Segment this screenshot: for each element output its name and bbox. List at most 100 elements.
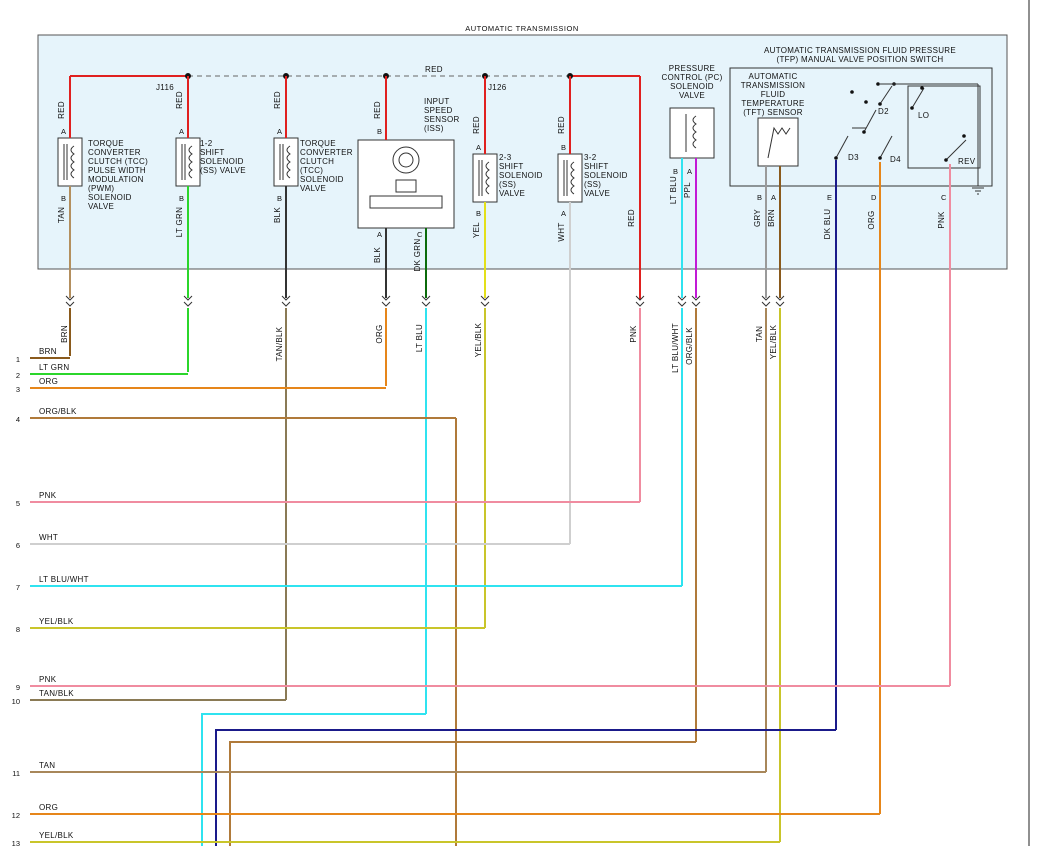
connector-chevron xyxy=(677,295,687,307)
switch-contact xyxy=(878,156,882,160)
tcc-pwm-label-line: CLUTCH (TCC) xyxy=(88,157,148,166)
tfp-pnk-color-label: PNK xyxy=(937,211,946,229)
output-line-number: 9 xyxy=(16,683,20,692)
ss12-label-line: (SS) VALVE xyxy=(200,166,246,175)
tfp-box xyxy=(729,67,993,187)
tcc-solenoid-coil xyxy=(286,145,291,179)
switch-contact xyxy=(878,102,882,106)
output-line-label: YEL/BLK xyxy=(39,831,74,840)
output-line-number: 12 xyxy=(12,811,20,820)
ss32-label-line: (SS) xyxy=(584,180,601,189)
iss-blk-pin-label: A xyxy=(377,230,382,239)
output-line-number: 1 xyxy=(16,355,20,364)
pc-solenoid xyxy=(669,107,715,159)
tft-gry-pin-label: B xyxy=(757,193,762,202)
switch-label: D4 xyxy=(890,155,901,164)
output-line-number: 10 xyxy=(12,697,20,706)
output-line-number: 4 xyxy=(16,415,20,424)
splice-j116: J116 xyxy=(156,83,174,92)
tcc-pwm-tan-color-label: TAN xyxy=(57,207,66,223)
tcc-label-line: (TCC) xyxy=(300,166,323,175)
switch-contact xyxy=(920,86,924,90)
connector-chevron xyxy=(761,295,771,307)
connector-chevron xyxy=(281,295,291,307)
tcc-label-line: CLUTCH xyxy=(300,157,334,166)
tcc-pwm-label-line: PULSE WIDTH xyxy=(88,166,146,175)
harness-color-label: ORG xyxy=(375,324,384,343)
switch-contact xyxy=(944,158,948,162)
ss23-yel-color-label: YEL xyxy=(472,222,481,238)
tfp-switch xyxy=(729,67,993,195)
output-line-number: 5 xyxy=(16,499,20,508)
ss12-solenoid xyxy=(175,137,201,187)
ss32-red-pin-label: B xyxy=(561,143,566,152)
ss12-label-line: 1-2 xyxy=(200,139,213,148)
ss23-label-line: SOLENOID xyxy=(499,171,543,180)
tft-thermistor xyxy=(767,126,791,159)
output-line-label: LT BLU/WHT xyxy=(39,575,89,584)
switch-contact xyxy=(910,106,914,110)
output-line-number: 7 xyxy=(16,583,20,592)
tcc-pwm-label-line: CONVERTER xyxy=(88,148,141,157)
switch-blade xyxy=(835,135,849,159)
tcc-label-line: TORQUE xyxy=(300,139,336,148)
switch-contact xyxy=(962,134,966,138)
ss32-label-line: SHIFT xyxy=(584,162,609,171)
switch-label: LO xyxy=(918,111,929,120)
route-dk-blu xyxy=(215,729,836,846)
switch-contact xyxy=(850,90,854,94)
pc-ppl-pin-label: A xyxy=(687,167,692,176)
ss23-label-line: 2-3 xyxy=(499,153,512,162)
output-line-label: BRN xyxy=(39,347,57,356)
iss-label-line: (ISS) xyxy=(424,124,444,133)
harness-color-label: TAN xyxy=(755,326,764,342)
output-line-label: PNK xyxy=(39,491,57,500)
connector-chevron xyxy=(381,295,391,307)
output-line-label: PNK xyxy=(39,675,57,684)
ss23-label-line: SHIFT xyxy=(499,162,524,171)
ss12-red-color-label: RED xyxy=(175,91,184,109)
tft-label-line: TRANSMISSION xyxy=(741,81,806,90)
ss23-yel-pin-label: B xyxy=(476,209,481,218)
tcc-red-pin-label: A xyxy=(277,127,282,136)
ss32-wht-pin-label: A xyxy=(561,209,566,218)
output-line-label: ORG/BLK xyxy=(39,407,77,416)
tfp-dkblu-color-label: DK BLU xyxy=(823,209,832,240)
output-line-number: 13 xyxy=(12,839,20,846)
iss-red-color-label: RED xyxy=(373,101,382,119)
tcc-label-line: CONVERTER xyxy=(300,148,353,157)
tcc-solenoid xyxy=(273,137,299,187)
tcc-pwm-label-line: TORQUE xyxy=(88,139,124,148)
switch-label: D2 xyxy=(878,107,889,116)
ss12-ltgrn-color-label: LT GRN xyxy=(175,207,184,237)
switch-blade xyxy=(879,135,893,159)
tcc-red-color-label: RED xyxy=(273,91,282,109)
ss12-label-line: SHIFT xyxy=(200,148,225,157)
switch-contact xyxy=(834,156,838,160)
tfp-label-line: (TFP) MANUAL VALVE POSITION SWITCH xyxy=(777,55,944,64)
output-line-label: ORG xyxy=(39,803,58,812)
iss-red-pin-label: B xyxy=(377,127,382,136)
pnk-red-label: RED xyxy=(627,209,636,227)
pc-label-line: CONTROL (PC) xyxy=(661,73,722,82)
harness-color-label: ORG/BLK xyxy=(685,327,694,365)
switch-blade xyxy=(879,85,893,105)
tft-label-line: TEMPERATURE xyxy=(741,99,804,108)
iss-dkgrn-color-label: DK GRN xyxy=(413,239,422,272)
tcc-pwm-solenoid-coil xyxy=(70,145,75,179)
output-line-label: TAN xyxy=(39,761,55,770)
tft-brn-color-label: BRN xyxy=(767,209,776,227)
ss32-solenoid xyxy=(557,153,583,203)
tcc-label-line: VALVE xyxy=(300,184,326,193)
tcc-pwm-label-line: VALVE xyxy=(88,202,114,211)
tcc-blk-pin-label: B xyxy=(277,194,282,203)
harness-color-label: TAN/BLK xyxy=(275,326,284,361)
tcc-pwm-red-color-label: RED xyxy=(57,101,66,119)
bus-label: RED xyxy=(425,65,443,74)
output-line-number: 11 xyxy=(12,769,20,778)
iss-magnet xyxy=(369,195,443,209)
pc-ppl-color-label: PPL xyxy=(683,182,692,198)
output-line-label: LT GRN xyxy=(39,363,69,372)
